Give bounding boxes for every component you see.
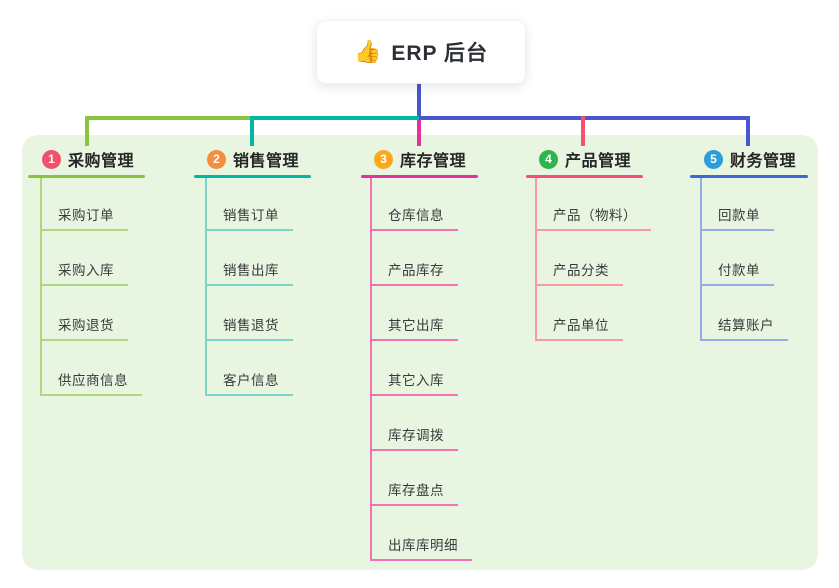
connector-drop-sales (250, 116, 254, 146)
connector-drop-purchase (85, 116, 89, 146)
branch-number-badge: 4 (539, 149, 558, 169)
node-other-inbound[interactable]: 其它入库 (370, 372, 458, 396)
node-sales-order[interactable]: 销售订单 (205, 207, 293, 231)
node-product-unit[interactable]: 产品单位 (535, 317, 623, 341)
branch-underline (361, 175, 478, 178)
branch-title: 采购管理 (68, 153, 135, 170)
branch-number-badge: 3 (374, 149, 393, 169)
connector-drop-product (581, 116, 585, 146)
node-outbound-detail[interactable]: 出库库明细 (370, 537, 472, 561)
node-customer-info[interactable]: 客户信息 (205, 372, 293, 396)
branch-child-line (700, 178, 702, 341)
branch-number-badge: 1 (42, 149, 61, 169)
branch-header-purchase[interactable]: 1 采购管理 (42, 148, 134, 170)
node-settlement-account[interactable]: 结算账户 (700, 317, 788, 341)
branch-child-line (40, 178, 42, 396)
node-product-material[interactable]: 产品（物料） (535, 207, 651, 231)
node-product-category[interactable]: 产品分类 (535, 262, 623, 286)
branch-underline (28, 175, 145, 178)
branch-underline (690, 175, 808, 178)
branch-child-line (370, 178, 372, 561)
connector-drop-finance (746, 116, 750, 146)
branch-header-sales[interactable]: 2 销售管理 (207, 148, 299, 170)
node-receipt-doc[interactable]: 回款单 (700, 207, 774, 231)
root-title: ERP 后台 (391, 42, 489, 65)
branch-title: 销售管理 (233, 153, 300, 170)
branch-header-finance[interactable]: 5 财务管理 (704, 148, 796, 170)
node-purchase-return[interactable]: 采购退货 (40, 317, 128, 341)
branch-header-inventory[interactable]: 3 库存管理 (374, 148, 466, 170)
node-stock-transfer[interactable]: 库存调拨 (370, 427, 458, 451)
connector-drop-inventory (417, 120, 421, 146)
node-payment-doc[interactable]: 付款单 (700, 262, 774, 286)
branch-header-product[interactable]: 4 产品管理 (539, 148, 631, 170)
node-purchase-order[interactable]: 采购订单 (40, 207, 128, 231)
root-node[interactable]: 👍 ERP 后台 (316, 20, 526, 84)
branch-underline (526, 175, 643, 178)
branch-title: 库存管理 (400, 153, 467, 170)
connector-bus-green (85, 116, 252, 120)
node-product-stock[interactable]: 产品库存 (370, 262, 458, 286)
branches-panel (22, 135, 818, 570)
node-supplier-info[interactable]: 供应商信息 (40, 372, 142, 396)
branch-number-badge: 5 (704, 149, 723, 169)
node-sales-return[interactable]: 销售退货 (205, 317, 293, 341)
branch-title: 产品管理 (565, 153, 632, 170)
branch-child-line (205, 178, 207, 396)
node-stock-count[interactable]: 库存盘点 (370, 482, 458, 506)
node-warehouse-info[interactable]: 仓库信息 (370, 207, 458, 231)
branch-child-line (535, 178, 537, 341)
branch-number-badge: 2 (207, 149, 226, 169)
node-sales-outbound[interactable]: 销售出库 (205, 262, 293, 286)
connector-bus-teal (252, 116, 419, 120)
branch-underline (194, 175, 311, 178)
branch-title: 财务管理 (730, 153, 797, 170)
node-other-outbound[interactable]: 其它出库 (370, 317, 458, 341)
connector-root-drop (417, 82, 421, 116)
node-purchase-inbound[interactable]: 采购入库 (40, 262, 128, 286)
thumbs-up-icon: 👍 (353, 39, 382, 64)
